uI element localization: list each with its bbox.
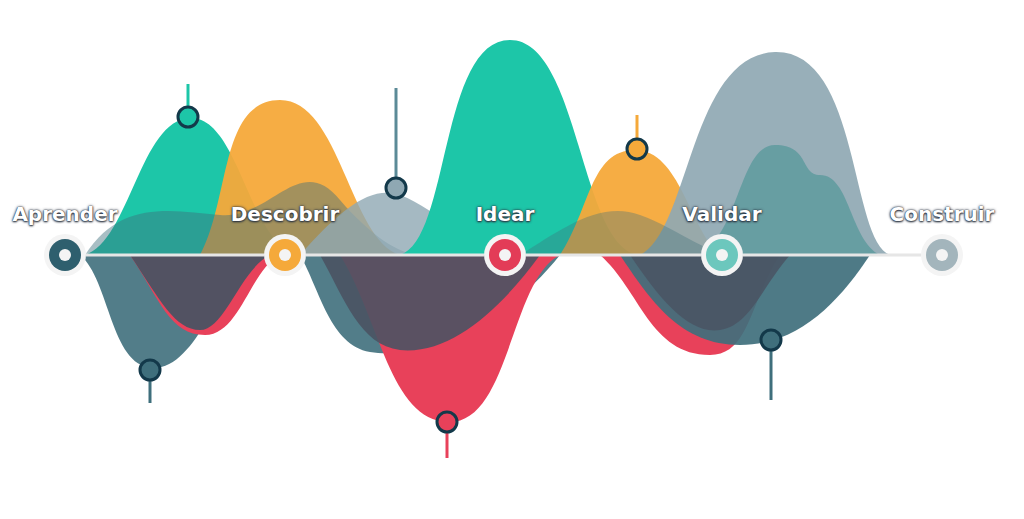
timeline-connector [306,254,484,257]
stage-circle [483,233,527,277]
stage-label: Construir [888,202,997,226]
timeline-connector [86,254,264,257]
wave [130,255,270,330]
pin-markers [140,84,781,458]
wave [640,52,890,255]
circle-ring [44,234,86,276]
circle-ring [484,234,526,276]
stage-circle [263,233,307,277]
circle-ring [264,234,306,276]
circle-ring [701,234,743,276]
circle-center [716,249,728,261]
stage-label: Aprender [10,202,119,226]
stage-label: Descobrir [229,202,342,226]
wave [130,255,280,335]
stage-circle [43,233,87,277]
stage-node: Construir [888,202,997,277]
wave [620,255,870,345]
stage-circle [920,233,964,277]
timeline-connector [743,254,921,257]
timeline-connector [526,254,701,257]
circle-fill [269,239,301,271]
circle-fill [49,239,81,271]
circle-fill [489,239,521,271]
circle-center [936,249,948,261]
circle-center [279,249,291,261]
stage-node: Idear [474,202,537,277]
stage-label: Idear [474,202,537,226]
circle-ring [921,234,963,276]
circle-center [499,249,511,261]
stage-node: Aprender [10,202,119,277]
circle-fill [706,239,738,271]
stage-circle [700,233,744,277]
stage-node: Descobrir [229,202,342,277]
stage-label: Validar [680,202,763,226]
circle-center [59,249,71,261]
circle-fill [926,239,958,271]
stage-node: Validar [680,202,763,277]
